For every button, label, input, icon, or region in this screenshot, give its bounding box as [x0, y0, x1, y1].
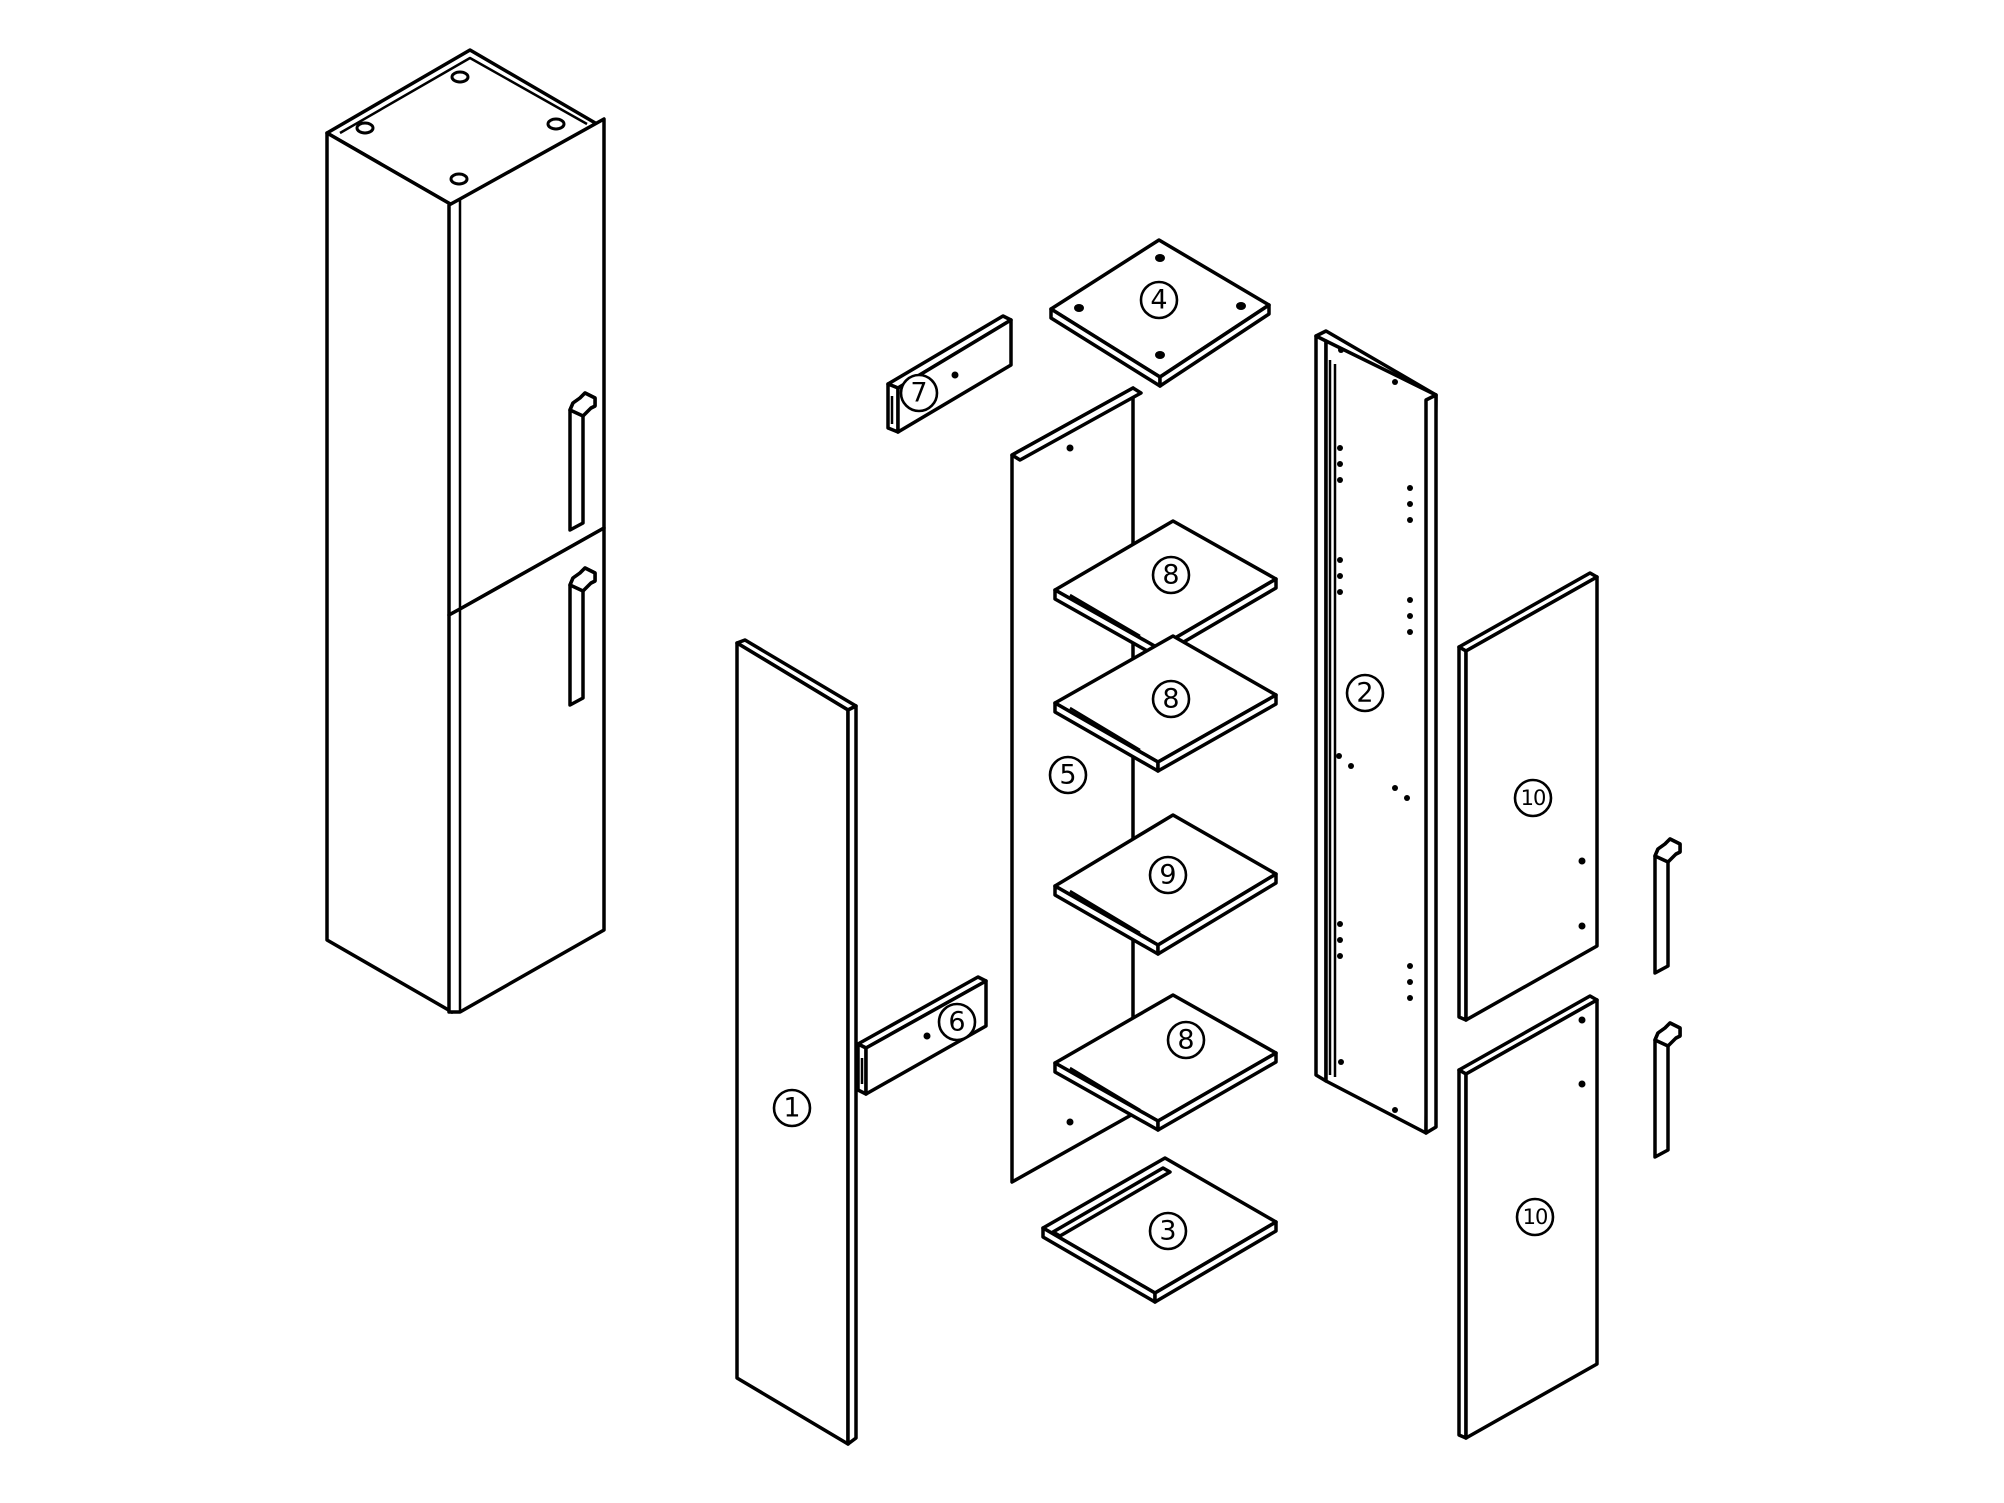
part-label-8b-text: 8: [1162, 684, 1179, 715]
side-panel-holes: [1336, 347, 1413, 1113]
part-label-7-text: 7: [910, 378, 927, 409]
part-label-10b: 10: [1515, 1197, 1555, 1237]
part-2-right-side-panel: [1314, 329, 1438, 1135]
part-label-8c: 8: [1166, 1020, 1206, 1060]
part-label-2-text: 2: [1356, 678, 1373, 709]
part-label-9-text: 9: [1159, 860, 1176, 891]
part-label-5-text: 5: [1059, 760, 1076, 791]
part-label-10a-text: 10: [1521, 786, 1546, 810]
part-label-8c-text: 8: [1177, 1025, 1194, 1056]
part-7-top-rail: [886, 314, 1013, 434]
part-label-7: 7: [899, 373, 939, 413]
part-label-1-text: 1: [783, 1093, 800, 1124]
part-label-8b: 8: [1151, 679, 1191, 719]
part-label-4-text: 4: [1150, 285, 1167, 316]
part-label-3: 3: [1148, 1211, 1188, 1251]
handle-lower: [568, 566, 597, 707]
loose-handle-lower: [1653, 1021, 1682, 1159]
part-6-bottom-rail: [856, 975, 988, 1096]
part-label-2: 2: [1345, 673, 1385, 713]
part-label-6-text: 6: [948, 1007, 965, 1038]
part-label-5: 5: [1048, 755, 1088, 795]
part-label-6: 6: [937, 1002, 977, 1042]
part-label-8a: 8: [1151, 555, 1191, 595]
part-label-10a: 10: [1513, 778, 1553, 818]
part-label-9: 9: [1148, 855, 1188, 895]
part-8-shelf-lower: [1053, 993, 1278, 1132]
part-1-left-side-panel: [735, 638, 858, 1446]
part-label-3-text: 3: [1159, 1216, 1176, 1247]
assembled-cabinet: [325, 48, 606, 1014]
part-label-1: 1: [772, 1088, 812, 1128]
loose-handle-upper: [1653, 837, 1682, 975]
part-label-8a-text: 8: [1162, 560, 1179, 591]
handle-upper: [568, 391, 597, 532]
part-label-4: 4: [1139, 280, 1179, 320]
part-label-10b-text: 10: [1523, 1205, 1548, 1229]
